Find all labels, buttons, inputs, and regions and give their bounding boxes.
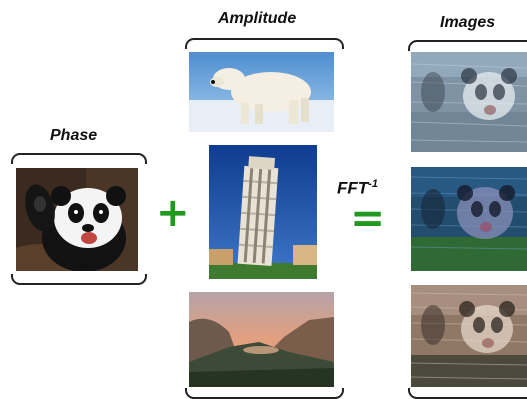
phase-bracket-bottom xyxy=(11,274,147,285)
phase-bracket-top xyxy=(11,153,147,164)
result-image-2 xyxy=(411,167,527,271)
polar-bear-image xyxy=(189,52,334,132)
panda-image xyxy=(16,168,138,271)
equals-operator: = xyxy=(350,193,386,242)
valley-landscape-image xyxy=(189,292,334,387)
plus-operator: + xyxy=(156,190,190,236)
images-bracket-top xyxy=(408,40,527,51)
images-label: Images xyxy=(440,14,496,31)
images-bracket-bottom xyxy=(408,388,527,399)
fft-inverse-label: FFT-1 xyxy=(337,178,378,198)
amplitude-bracket-bottom xyxy=(185,388,344,399)
result-image-3 xyxy=(411,285,527,387)
leaning-tower-image xyxy=(209,145,317,279)
amplitude-label: Amplitude xyxy=(218,10,297,27)
phase-label: Phase xyxy=(50,127,98,144)
amplitude-bracket-top xyxy=(185,38,344,49)
result-image-1 xyxy=(411,52,527,152)
